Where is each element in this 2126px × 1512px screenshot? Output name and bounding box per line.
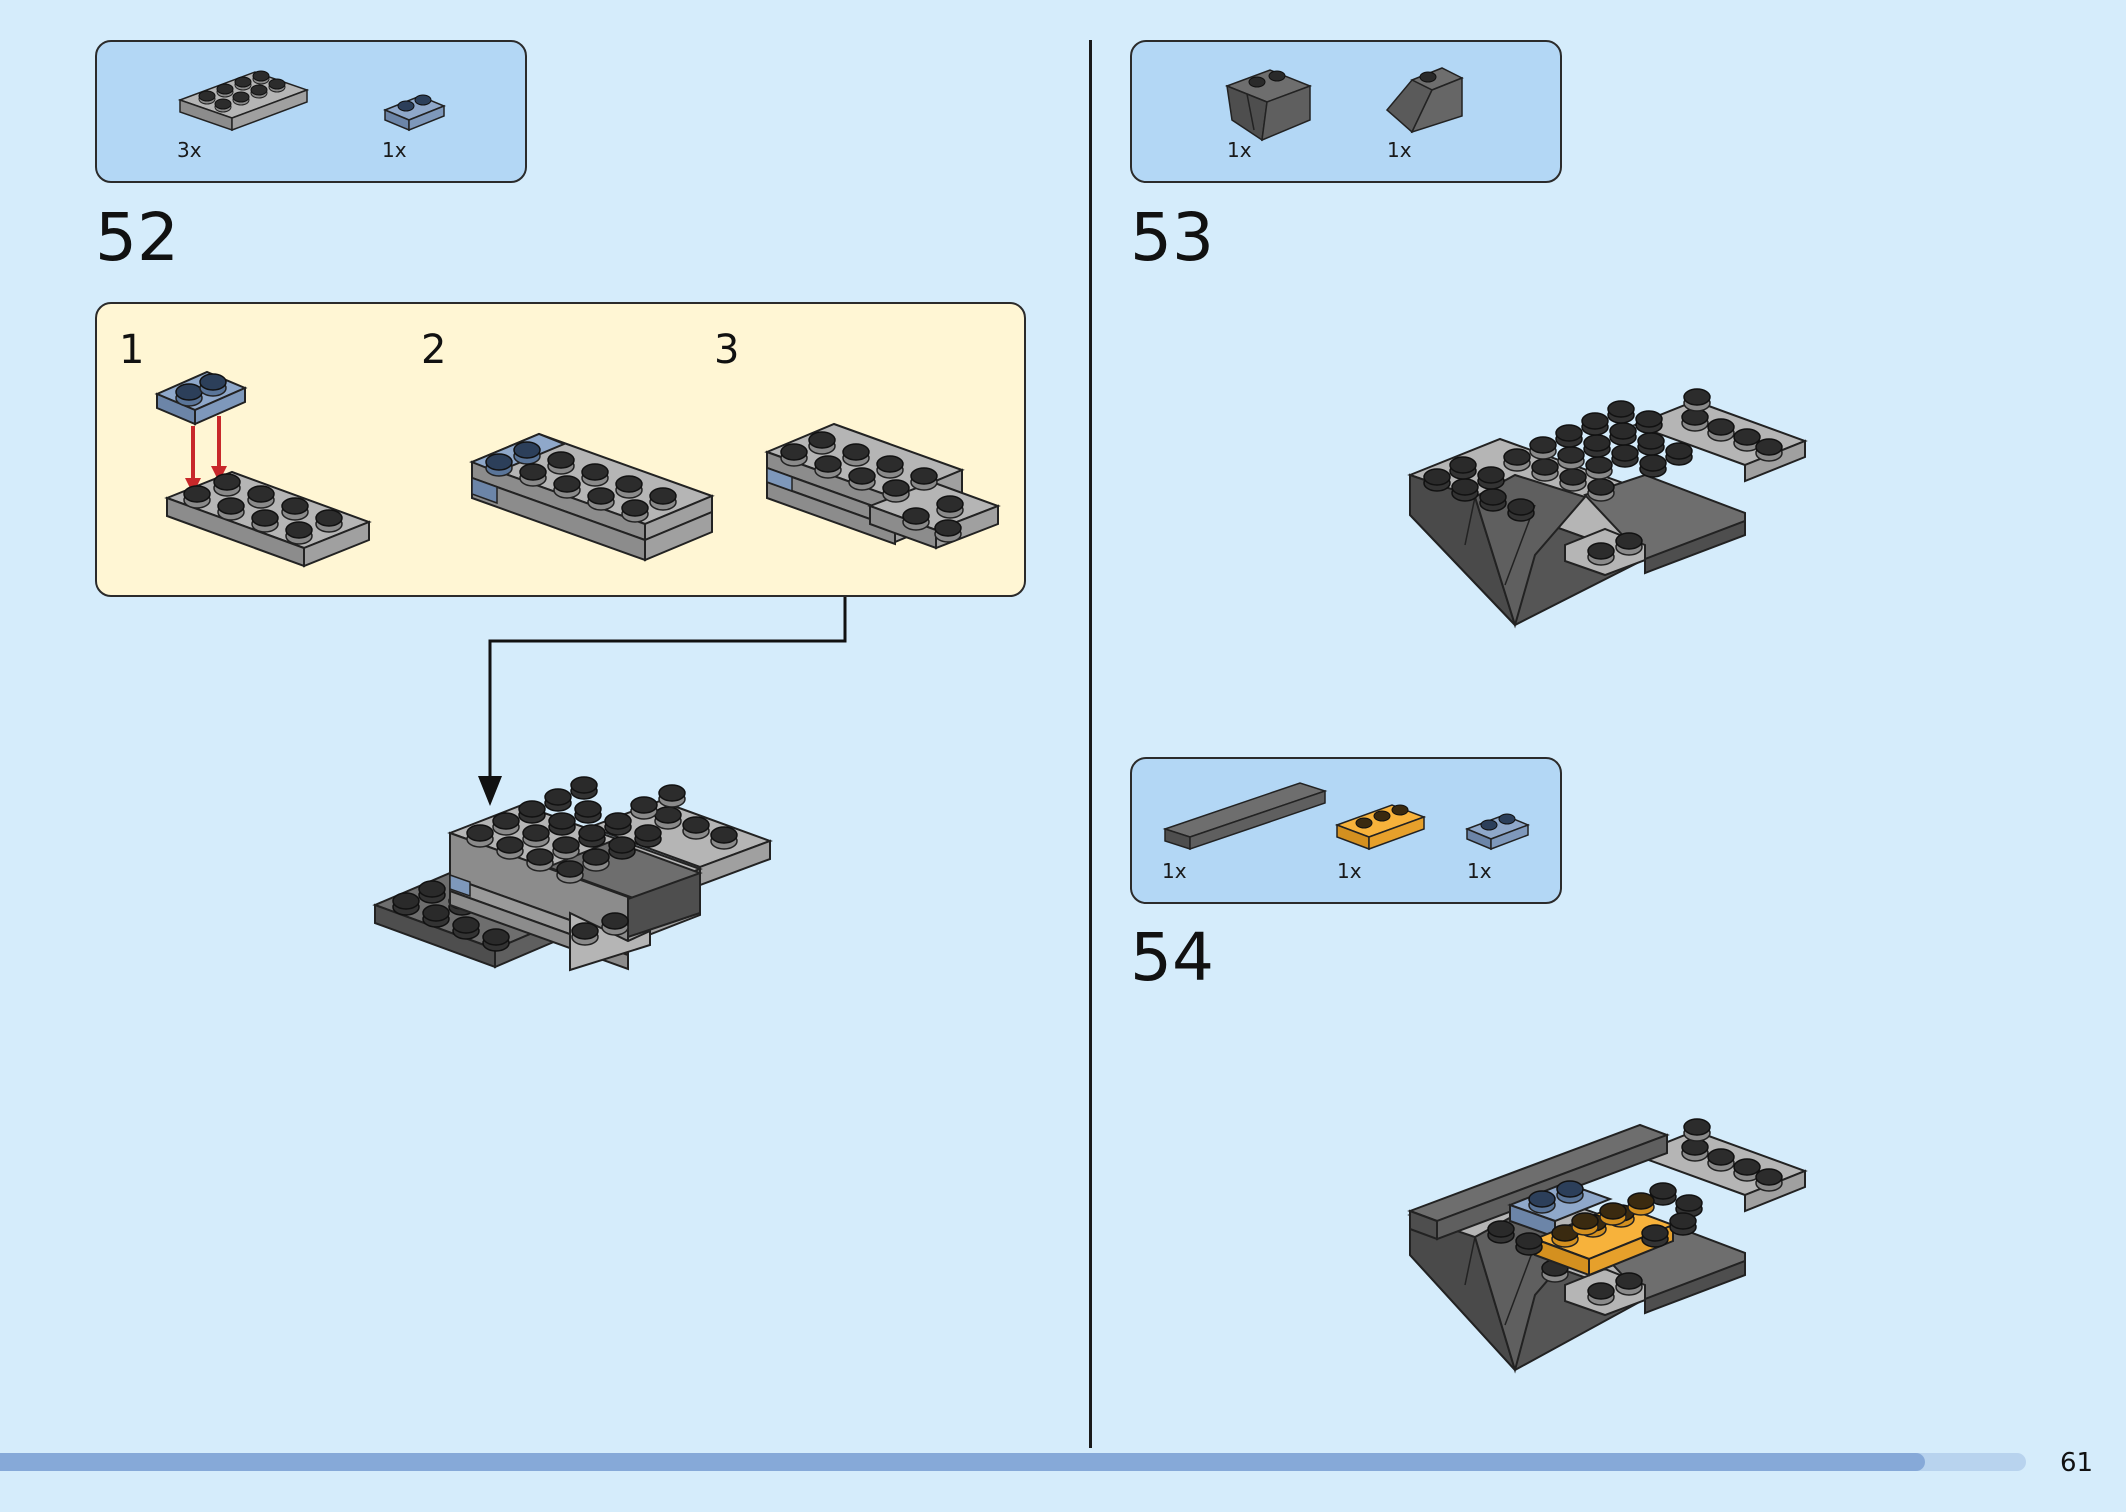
substep-number: 3 — [714, 327, 740, 373]
step-52-part-qty: 3x — [177, 138, 202, 162]
step-52-part-qty: 1x — [382, 138, 407, 162]
step-54-part-qty: 1x — [1162, 859, 1187, 883]
substep-3-illustration — [764, 422, 1001, 550]
step-53-result-model — [1407, 388, 1808, 629]
step-54-result-model — [1407, 1118, 1808, 1374]
step-52-result-model — [372, 776, 773, 972]
step-number: 54 — [1130, 919, 1214, 996]
substep-2-illustration — [469, 432, 715, 562]
step-53-part-qty: 1x — [1227, 138, 1252, 162]
page-divider — [1089, 40, 1092, 1448]
sand-blue-1x2-plate-icon — [383, 94, 446, 132]
step-54-part-qty: 1x — [1467, 859, 1492, 883]
step-number: 53 — [1130, 199, 1214, 276]
step-53-part-qty: 1x — [1387, 138, 1412, 162]
dark-gray-tile-long-icon — [1162, 782, 1328, 851]
light-gray-2x4-plate-icon — [177, 70, 310, 132]
substep-1-illustration — [154, 370, 372, 568]
dark-gray-slope-icon — [1385, 67, 1464, 134]
step-number: 52 — [95, 199, 179, 276]
dark-gray-inverted-slope-icon — [1224, 69, 1313, 142]
substep-callout: 1 2 3 — [95, 302, 1026, 597]
sand-blue-1x2-plate-icon — [1464, 813, 1531, 851]
orange-1x3-plate-icon — [1334, 804, 1427, 851]
progress-bar — [0, 1453, 2026, 1471]
substep-number: 2 — [421, 327, 447, 373]
substep-number: 1 — [119, 327, 145, 373]
step-54-parts-callout: 1x 1x 1x — [1130, 757, 1562, 904]
progress-bar-fill — [0, 1453, 1925, 1471]
page-number: 61 — [2060, 1448, 2094, 1478]
step-52-parts-callout: 3x 1x — [95, 40, 527, 183]
step-53-parts-callout: 1x 1x — [1130, 40, 1562, 183]
step-54-part-qty: 1x — [1337, 859, 1362, 883]
